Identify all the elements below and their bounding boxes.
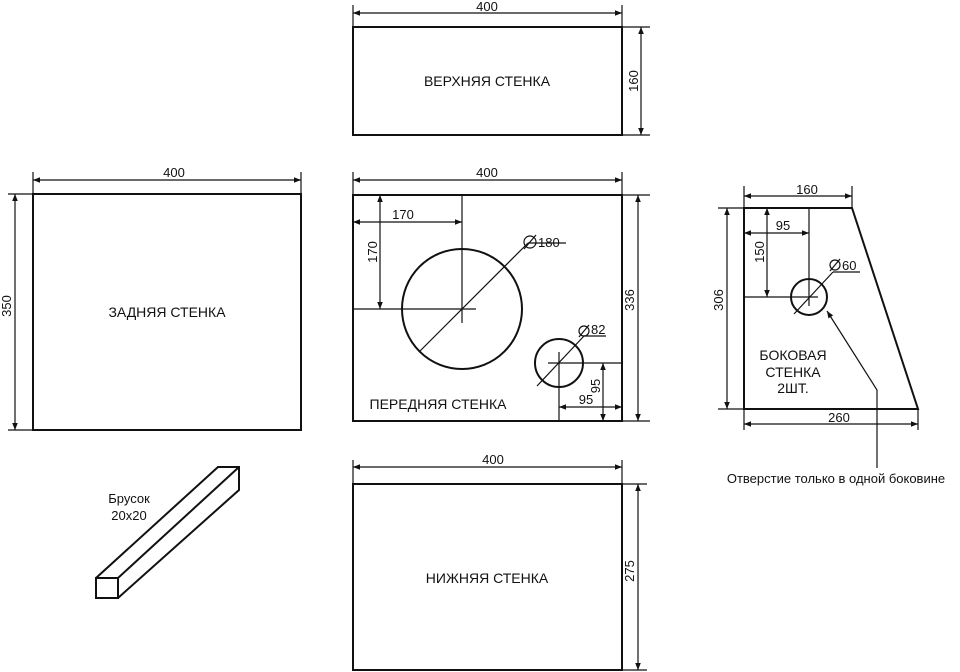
big-hole-diameter-leader — [418, 242, 529, 353]
front-panel: ПЕРЕДНЯЯ СТЕНКА 400 336 170 170 180 82 — [352, 165, 650, 422]
top-width-dimension: 400 — [476, 0, 498, 14]
side-hole-x-dimension: 95 — [776, 218, 790, 233]
big-hole-y-dimension: 170 — [365, 241, 380, 263]
side-panel: БОКОВАЯ СТЕНКА 2ШТ. 160 260 306 95 150 6… — [711, 182, 945, 486]
side-note-leader — [826, 310, 878, 468]
small-hole-diameter: 82 — [591, 322, 605, 337]
wood-bar: Брусок 20x20 — [95, 466, 240, 599]
side-top-width-dimension: 160 — [796, 182, 818, 197]
bottom-panel-outline — [352, 483, 623, 671]
top-panel-label: ВЕРХНЯЯ СТЕНКА — [424, 73, 551, 89]
side-panel-label-line3: 2ШТ. — [777, 380, 809, 396]
small-hole-x-dimension: 95 — [579, 392, 593, 407]
back-panel-outline — [32, 193, 302, 431]
side-panel-label-line2: СТЕНКА — [765, 364, 821, 380]
side-hole-note: Отверстие только в одной боковине — [727, 471, 945, 486]
back-panel-label: ЗАДНЯЯ СТЕНКА — [108, 304, 226, 320]
big-hole-x-dimension: 170 — [392, 207, 414, 222]
top-panel-outline — [352, 26, 623, 136]
side-panel-label-line1: БОКОВАЯ — [759, 347, 826, 363]
bottom-panel-label: НИЖНЯЯ СТЕНКА — [426, 570, 549, 586]
bottom-height-dimension: 275 — [622, 560, 637, 582]
bottom-panel: НИЖНЯЯ СТЕНКА 400 275 — [352, 452, 647, 671]
front-panel-outline — [352, 194, 623, 422]
side-hole-y-dimension: 150 — [752, 241, 767, 263]
small-hole-diameter-leader — [536, 335, 585, 387]
big-hole-diameter: 180 — [538, 235, 560, 250]
back-panel: ЗАДНЯЯ СТЕНКА 400 350 — [0, 165, 302, 431]
wood-bar-label-line1: Брусок — [108, 491, 150, 506]
side-hole-diameter: 60 — [842, 258, 856, 273]
side-bottom-width-dimension: 260 — [828, 410, 850, 425]
side-hole-diameter-leader — [793, 271, 834, 315]
wood-bar-label-line2: 20x20 — [111, 508, 146, 523]
wood-bar-front-face — [95, 577, 119, 599]
front-width-dimension: 400 — [476, 165, 498, 180]
front-panel-label: ПЕРЕДНЯЯ СТЕНКА — [370, 396, 508, 412]
top-panel: ВЕРХНЯЯ СТЕНКА 400 160 — [352, 0, 650, 136]
back-height-dimension: 350 — [0, 295, 14, 317]
back-width-dimension: 400 — [163, 165, 185, 180]
small-hole-y-dimension: 95 — [588, 379, 603, 393]
side-height-dimension: 306 — [711, 289, 726, 311]
front-height-dimension: 336 — [622, 289, 637, 311]
top-height-dimension: 160 — [626, 70, 641, 92]
bottom-width-dimension: 400 — [482, 452, 504, 467]
